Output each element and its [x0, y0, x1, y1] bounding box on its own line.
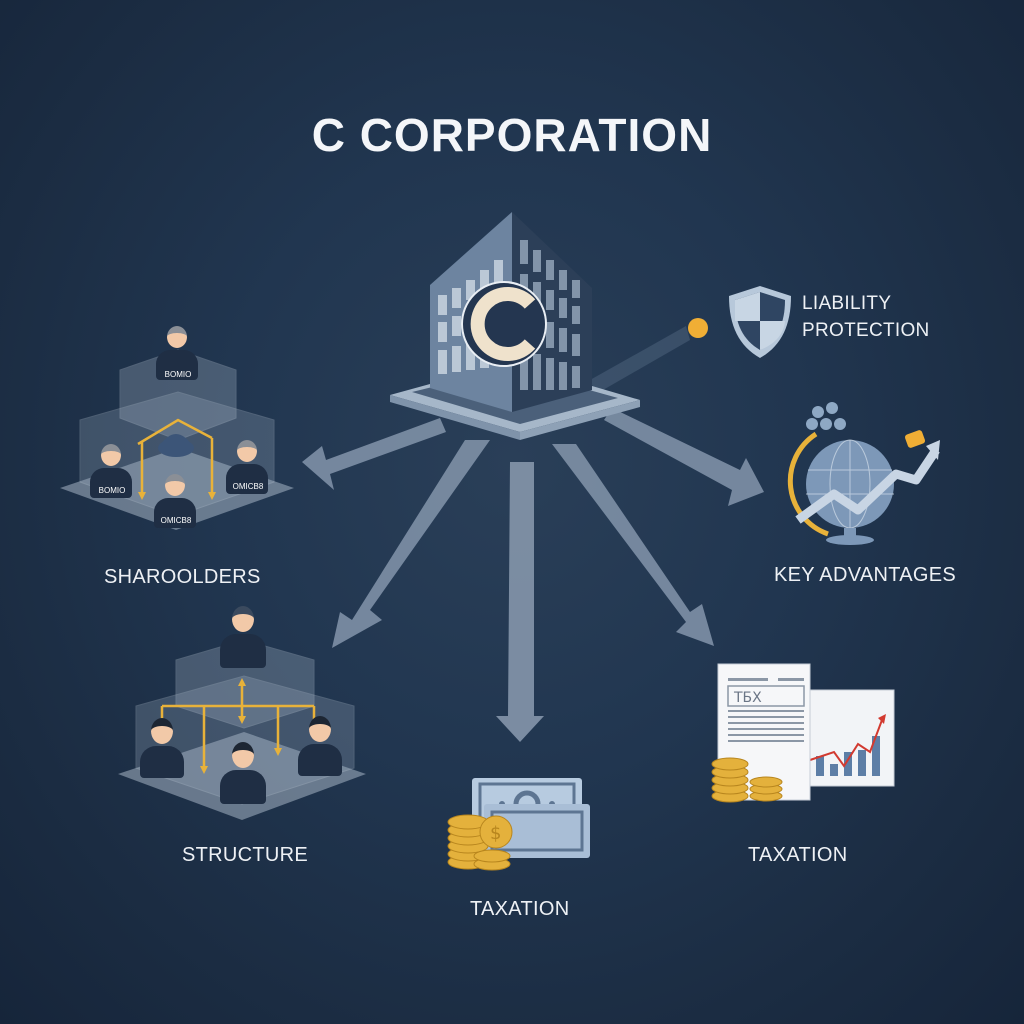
taxation-right-label: TAXATION — [748, 844, 848, 866]
arrow-to-shareholders — [302, 418, 446, 490]
structure-person-top — [218, 606, 268, 670]
svg-text:$: $ — [490, 823, 501, 844]
structure-label: STRUCTURE — [182, 844, 309, 866]
shield-icon — [729, 286, 791, 358]
arrow-to-key-advantages — [604, 408, 764, 506]
shareholder-person: OMICB8 — [224, 440, 270, 500]
taxation-center-label: TAXATION — [470, 898, 570, 920]
badge: BOMIO — [98, 486, 126, 495]
badge: OMICB8 — [232, 482, 264, 491]
shareholder-person: OMICB8 — [152, 474, 198, 534]
badge: OMICB8 — [160, 516, 192, 525]
money-coins-icon: $ — [447, 778, 590, 871]
badge: BOMIO — [164, 370, 192, 379]
shareholders-label: SHAROOLDERS — [104, 566, 261, 588]
structure-person-center — [218, 742, 268, 806]
page-title: C CORPORATION — [311, 109, 713, 161]
arrow-to-taxation-center — [496, 462, 544, 742]
arrow-to-liability — [590, 326, 690, 394]
building-icon — [390, 212, 640, 440]
key-advantages-label: KEY ADVANTAGES — [774, 564, 957, 586]
tax-form-chart-icon: TБX — [711, 663, 895, 803]
globe-growth-icon — [787, 402, 940, 545]
shareholder-person: BOMIO — [88, 444, 134, 504]
liability-protection-label: LIABILITY PROTECTION — [802, 290, 930, 344]
structure-person-left — [138, 718, 186, 780]
shareholder-person: BOMIO — [154, 326, 200, 386]
structure-person-right — [296, 716, 344, 778]
liability-label-line1: LIABILITY — [802, 293, 892, 314]
arrow-to-taxation-right — [552, 444, 714, 646]
liability-label-line2: PROTECTION — [802, 320, 930, 341]
arrow-to-structure — [332, 440, 490, 648]
gold-dot — [688, 318, 708, 338]
tax-form-text: TБX — [733, 690, 762, 706]
